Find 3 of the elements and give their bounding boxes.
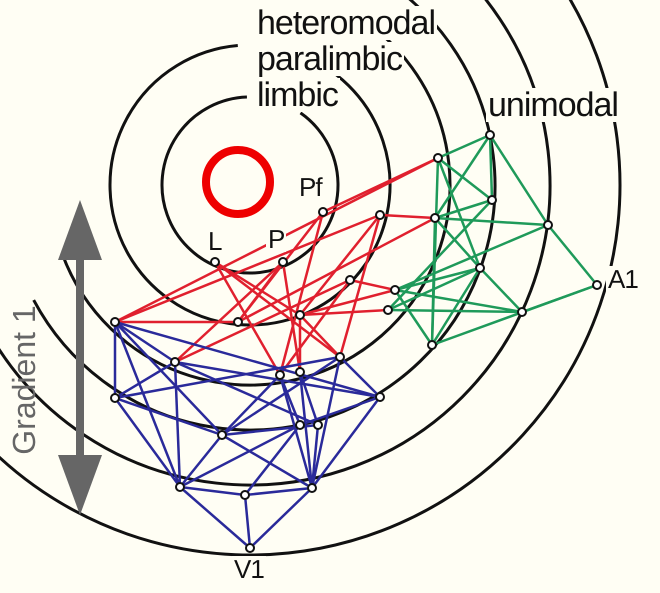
node-label: A1	[606, 266, 640, 292]
axis-label: Gradient 1	[8, 305, 40, 455]
ring-label: unimodal	[486, 88, 620, 122]
